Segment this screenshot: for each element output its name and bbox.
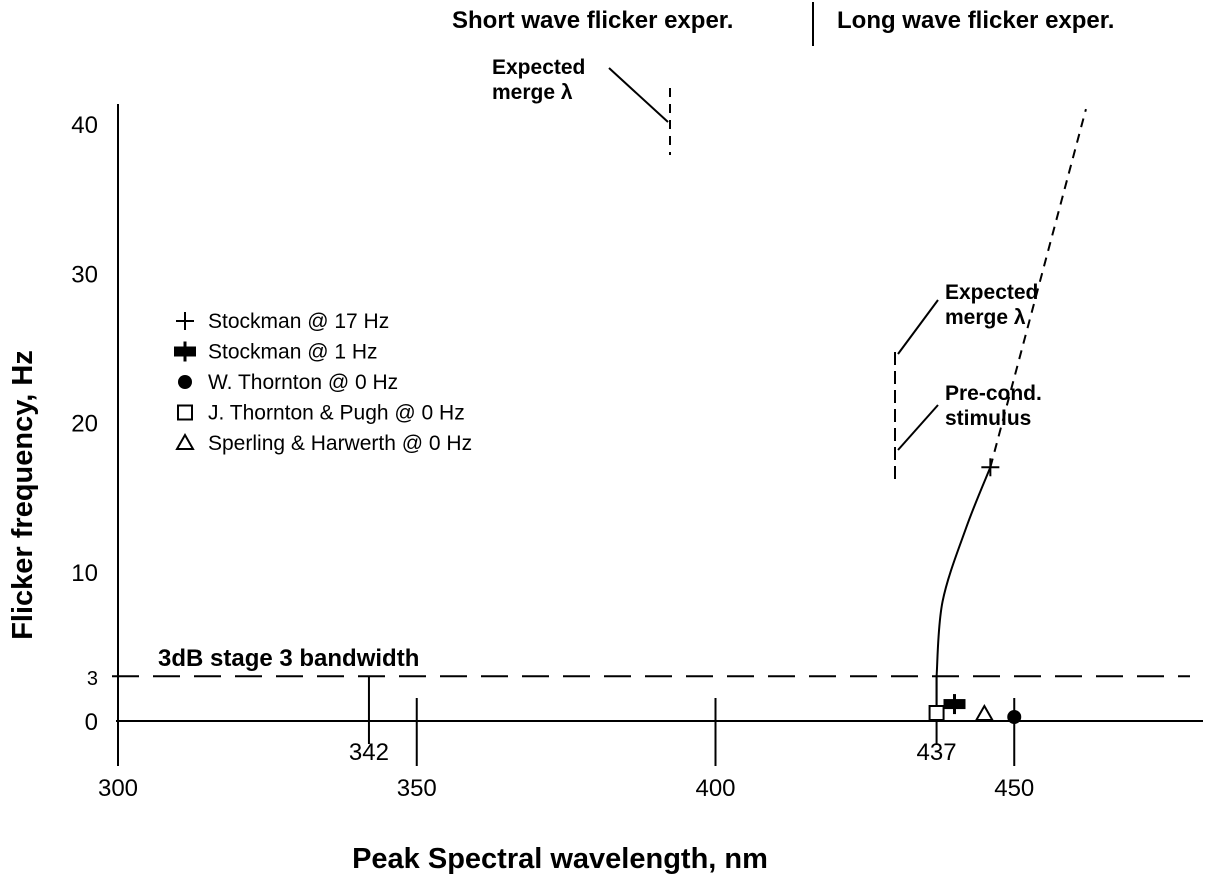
y-tick-label: 20 <box>71 411 98 438</box>
legend-marker-triangle <box>175 432 195 450</box>
pre-cond-line1: Pre-cond. <box>945 382 1042 405</box>
data-point-circle <box>1007 710 1022 724</box>
bandwidth-line-group: 3dB stage 3 bandwidth <box>112 645 1190 678</box>
y-axis-title: Flicker frequency, Hz <box>7 350 39 640</box>
axes: 3003504004505005506006503424375326250310… <box>71 104 1203 802</box>
triangle-shape <box>974 703 995 721</box>
triangle-shape <box>175 432 195 450</box>
y-tick-label: 10 <box>71 560 98 587</box>
square-box <box>177 404 193 421</box>
expected-merge-long-line2: merge λ <box>945 306 1026 329</box>
y-tick-label: 30 <box>71 261 98 288</box>
data-point-triangle <box>974 703 995 721</box>
pre-cond-line2: stimulus <box>945 407 1031 430</box>
data-point-square <box>928 705 945 721</box>
x-special-tick-label: 437 <box>917 739 957 766</box>
legend-marker-circle <box>178 375 192 389</box>
dashed-curve <box>989 108 1087 468</box>
legend-label: Stockman @ 17 Hz <box>208 310 389 333</box>
legend: Stockman @ 17 Hz Stockman @ 1 Hz W. Thornt… <box>174 310 472 455</box>
expected-merge-short-line2: merge λ <box>492 81 573 104</box>
annotations: Expected merge λ Expected merge λ Pre-co… <box>492 56 1042 480</box>
solid-curve <box>935 466 992 677</box>
legend-marker-square <box>177 404 193 421</box>
data-markers <box>928 458 1022 724</box>
expected-merge-long-line1: Expected <box>945 281 1038 304</box>
x-tick-label: 450 <box>994 775 1034 802</box>
expected-merge-short-line1: Expected <box>492 56 585 79</box>
legend-label: W. Thornton @ 0 Hz <box>208 371 398 394</box>
expected-merge-short-leader <box>608 67 669 123</box>
short-wave-region-label: Short wave flicker exper. <box>452 7 733 34</box>
legend-marker-plus <box>176 312 194 330</box>
legend-label: Stockman @ 1 Hz <box>208 341 378 364</box>
y-tick-label: 40 <box>71 112 98 139</box>
region-labels: Short wave flicker exper. Long wave flic… <box>452 2 1114 46</box>
square-box <box>928 705 945 721</box>
circle-dot <box>178 375 192 389</box>
bandwidth-label: 3dB stage 3 bandwidth <box>158 645 419 672</box>
data-point-plus <box>981 458 1000 477</box>
long-wave-region-label: Long wave flicker exper. <box>837 7 1114 34</box>
pre-cond-leader <box>897 404 939 451</box>
x-tick-label: 350 <box>397 775 437 802</box>
expected-merge-long-leader <box>897 299 939 355</box>
legend-label: Sperling & Harwerth @ 0 Hz <box>208 432 472 455</box>
data-point-bar-plus <box>943 694 966 715</box>
y-tick-label: 3 <box>87 668 98 690</box>
x-special-tick-label: 342 <box>349 739 389 766</box>
circle-dot <box>1007 710 1022 724</box>
x-tick-label: 300 <box>98 775 138 802</box>
legend-marker-bar-plus <box>174 341 196 362</box>
x-tick-label: 400 <box>695 775 735 802</box>
legend-label: J. Thornton & Pugh @ 0 Hz <box>208 402 465 425</box>
y-tick-label: 0 <box>85 709 98 736</box>
x-axis-title: Peak Spectral wavelength, nm <box>352 843 768 875</box>
